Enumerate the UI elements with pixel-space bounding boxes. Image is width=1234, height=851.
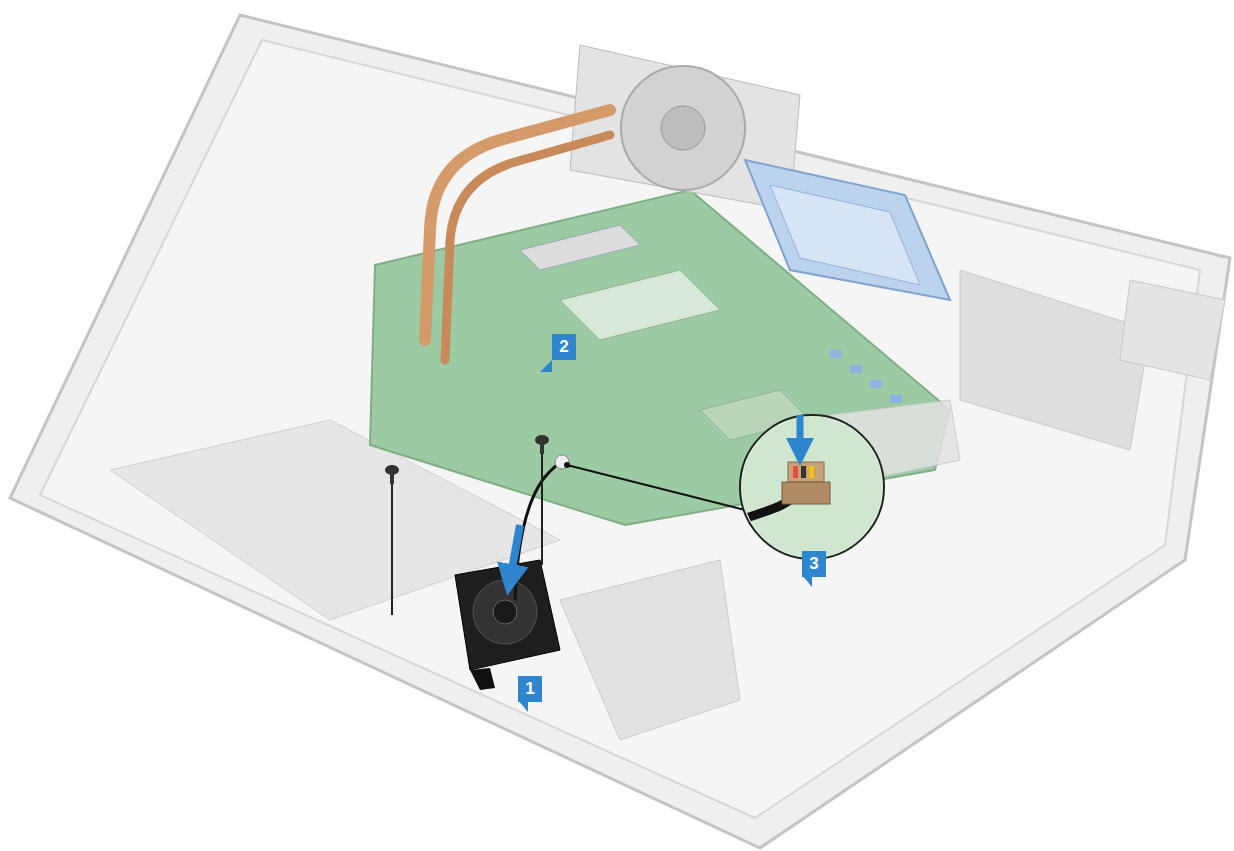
direction-arrow: [510, 525, 520, 580]
callout-number: 1: [518, 676, 542, 702]
speaker-plate: [560, 560, 740, 740]
zoom-detail: [740, 415, 890, 565]
ssd-slot: [520, 225, 640, 270]
screw: [535, 435, 549, 565]
io-bracket: [1120, 280, 1225, 380]
screw: [385, 465, 399, 615]
zoom-leader: [567, 465, 745, 510]
blower-hub: [661, 106, 705, 150]
hard-drive: [770, 185, 920, 285]
chassis-inner: [40, 40, 1200, 818]
zoom-leader-dot: [564, 462, 570, 468]
heat-pipe: [445, 135, 610, 360]
blower-fan: [621, 66, 745, 190]
chassis-outline: [10, 15, 1230, 848]
fan-connector: [555, 455, 569, 469]
callout-number: 3: [802, 551, 826, 577]
usb-ports: [830, 350, 902, 403]
memory-module: [560, 270, 720, 340]
direction-arrow: [797, 415, 804, 452]
callout-number: 2: [552, 334, 576, 360]
callout-tail: [540, 360, 552, 372]
hard-drive-bracket: [745, 160, 950, 300]
